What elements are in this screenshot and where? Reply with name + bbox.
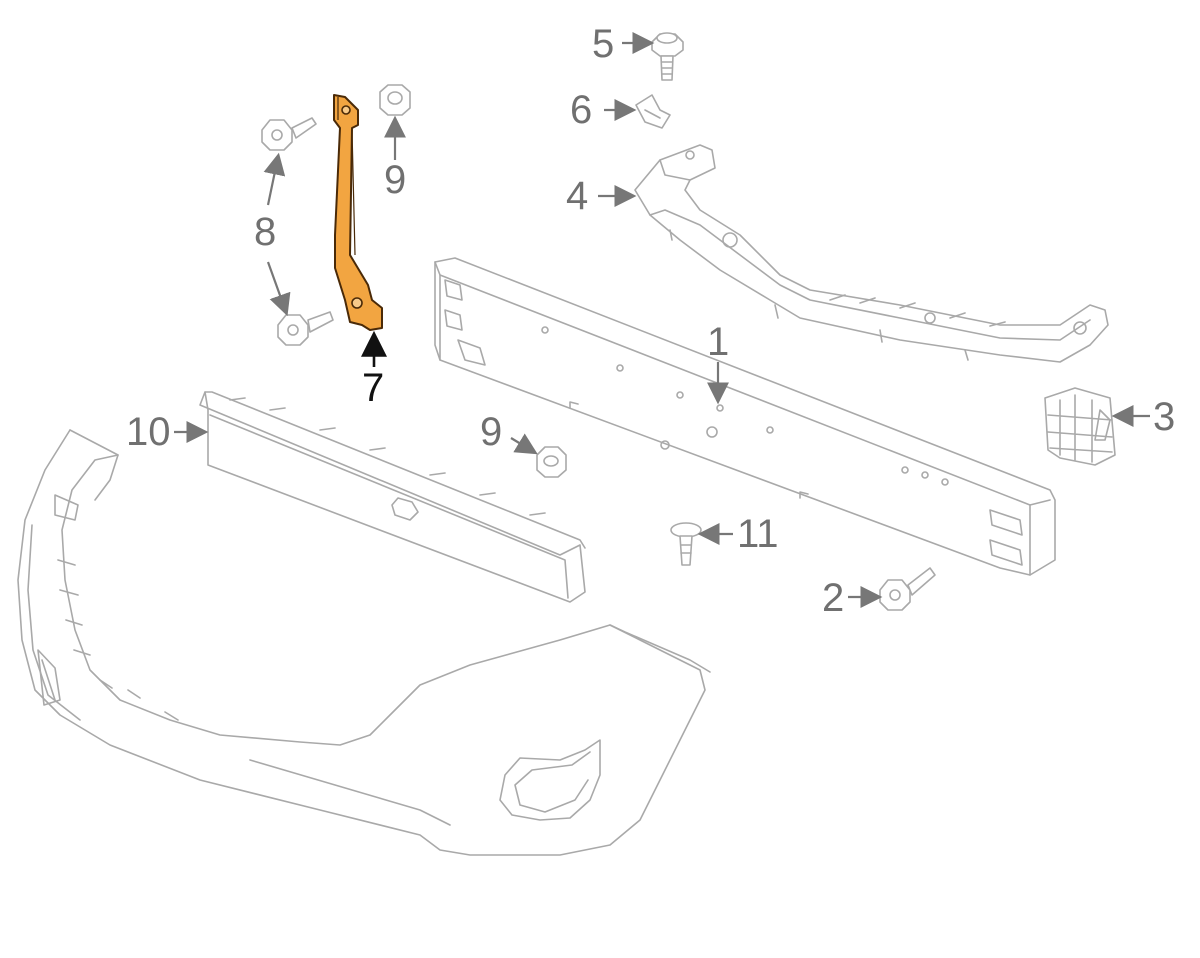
upper-support bbox=[634, 144, 1109, 363]
side-bracket bbox=[1044, 387, 1116, 466]
callout-11: 11 bbox=[737, 512, 779, 556]
bolt-2 bbox=[879, 567, 936, 611]
callout-4: 4 bbox=[566, 174, 589, 218]
callout-9-lower: 9 bbox=[480, 410, 503, 454]
energy-absorber bbox=[199, 391, 586, 603]
callout-6: 6 bbox=[570, 88, 593, 132]
callout-10: 10 bbox=[126, 410, 171, 454]
callout-7: 7 bbox=[362, 366, 385, 410]
leader-lines bbox=[174, 32, 1150, 608]
push-pin-11 bbox=[670, 522, 702, 566]
callout-9-upper: 9 bbox=[384, 158, 407, 202]
nut-9-upper bbox=[379, 84, 411, 116]
callout-1: 1 bbox=[707, 320, 730, 364]
impact-bar bbox=[434, 257, 1056, 576]
callout-2: 2 bbox=[822, 576, 845, 620]
highlighted-brace bbox=[333, 94, 383, 331]
callout-5: 5 bbox=[592, 22, 615, 66]
nut-9-lower bbox=[536, 446, 567, 478]
bolt-5 bbox=[651, 32, 684, 81]
callout-3: 3 bbox=[1153, 395, 1176, 439]
nut-6 bbox=[635, 94, 671, 129]
bumper-cover bbox=[17, 429, 711, 856]
bolt-8-lower bbox=[277, 311, 334, 346]
bolt-8-upper bbox=[261, 117, 317, 151]
callout-8: 8 bbox=[254, 210, 277, 254]
